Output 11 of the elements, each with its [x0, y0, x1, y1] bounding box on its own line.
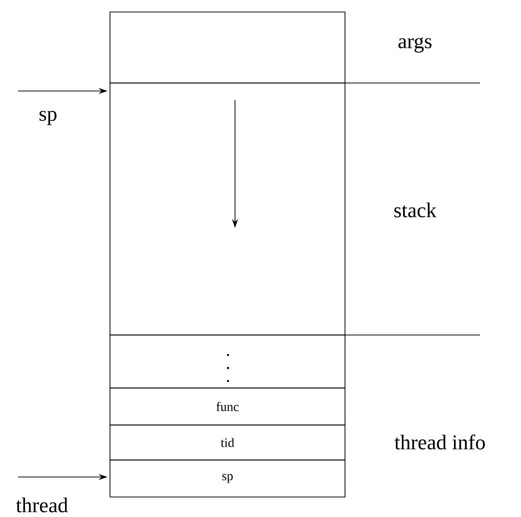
- memory-region: [110, 82, 346, 336]
- pointer-label: sp: [40, 110, 56, 126]
- region-label: args: [398, 37, 432, 53]
- region-label: stack: [394, 202, 436, 218]
- memory-cell: tid: [110, 424, 346, 460]
- pointer-label: thread: [16, 498, 68, 512]
- memory-cell: func: [110, 388, 346, 426]
- group-label: thread info: [394, 434, 485, 450]
- memory-cell: sp: [110, 460, 346, 498]
- memory-region: [110, 12, 346, 84]
- memory-region: [110, 334, 346, 388]
